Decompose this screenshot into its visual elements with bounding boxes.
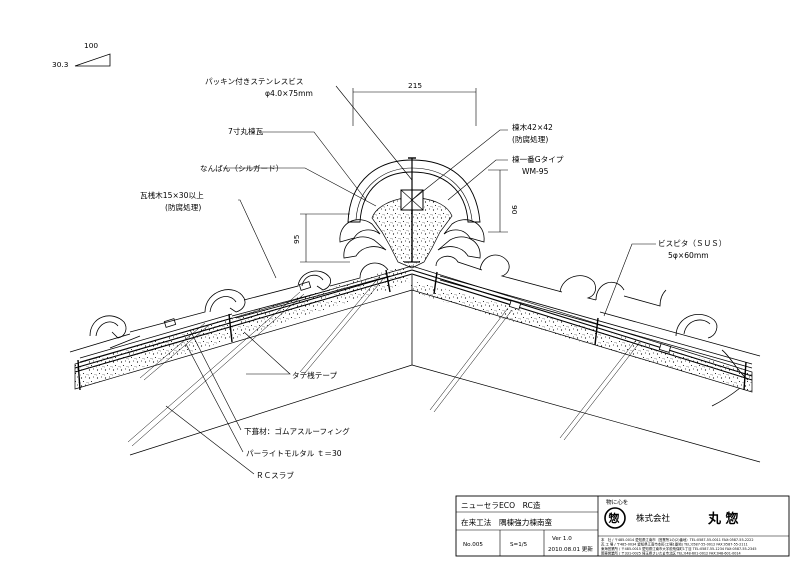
rc-slab <box>127 275 761 463</box>
label-tape: タテ桟テープ <box>292 370 338 380</box>
label-nanban: なんばん（シルガード） <box>200 163 283 173</box>
leader-lines <box>165 85 656 475</box>
dim-width-top: 215 <box>408 81 422 90</box>
tb-address-3: 東海営業所 / 〒485-0015 愛知県江南市大字前飛保町1丁目 TEL:05… <box>601 546 757 551</box>
label-mortar: パーライトモルタル ｔ＝30 <box>246 449 342 458</box>
label-ridge-wood-treatment: (防腐処理) <box>512 134 548 144</box>
tb-scale: S=1/5 <box>510 542 528 548</box>
label-ridge-tile: 7寸丸棟瓦 <box>228 126 264 136</box>
slope-indicator: 100 30.3 <box>52 41 111 69</box>
tb-address-2: 瓦 工 場 / 〒485-0034 愛知県江南市本町(工場1番地) TEL:05… <box>601 542 748 547</box>
tb-version: Ver 1.0 <box>552 536 572 542</box>
tb-method: 在来工法 隅棟強力棟南蛮 <box>461 517 553 527</box>
tb-product: ニューセラECO RC造 <box>461 500 541 510</box>
label-ridge-type-code: WM-95 <box>522 167 549 176</box>
tb-date: 2010.08.01 更新 <box>548 545 593 553</box>
slope-rise: 30.3 <box>52 60 69 69</box>
label-slab: ＲＣスラブ <box>256 470 294 480</box>
ridge-assembly <box>339 157 485 269</box>
label-ridge-type: 棟一番Gタイプ <box>512 154 564 164</box>
left-roof-tiles <box>69 262 391 363</box>
tb-company-prefix: 株式会社 <box>636 513 671 524</box>
right-roof-tiles <box>435 254 761 407</box>
dim-height-ridge: 90 <box>510 205 519 215</box>
slope-run: 100 <box>84 41 98 50</box>
tb-address-1: 本 社 / 〒485-0014 愛知県江南市（営業所1の(2)番地）TEL:05… <box>601 537 753 542</box>
tb-number: No.005 <box>463 542 483 548</box>
label-bispita-size: 5φ×60mm <box>668 251 709 260</box>
label-bispita: ビスピタ（ＳＵＳ） <box>658 239 726 248</box>
label-screw: パッキン付きステンレスビス <box>205 76 304 86</box>
label-screw-size: φ4.0×75mm <box>265 89 313 98</box>
tb-address-4: 関東営業所 / 〒331-0025 埼玉県さいたま市北区 TEL:048-601… <box>601 551 741 556</box>
dim-height-left: 95 <box>292 234 301 244</box>
label-batten-treatment: (防腐処理) <box>165 202 201 212</box>
label-ridge-wood: 棟木42×42 <box>512 122 553 132</box>
tb-slogan: 物に心を <box>606 498 628 506</box>
tile-battens <box>163 281 672 353</box>
label-batten: 瓦桟木15×30以上 <box>140 190 204 200</box>
perlite-mortar-layer <box>74 265 753 393</box>
logo-character: 惣 <box>609 511 620 525</box>
company-logo: 惣 <box>604 507 626 529</box>
label-underlay: 下葺材：ゴムアスルーフィング <box>244 426 350 436</box>
title-block: ニューセラECO RC造 在来工法 隅棟強力棟南蛮 No.005 S=1/5 V… <box>455 495 790 557</box>
tb-company-name: 丸 惣 <box>707 511 739 527</box>
annotation-labels: パッキン付きステンレスビス φ4.0×75mm 7寸丸棟瓦 なんばん（シルガード… <box>140 76 726 480</box>
